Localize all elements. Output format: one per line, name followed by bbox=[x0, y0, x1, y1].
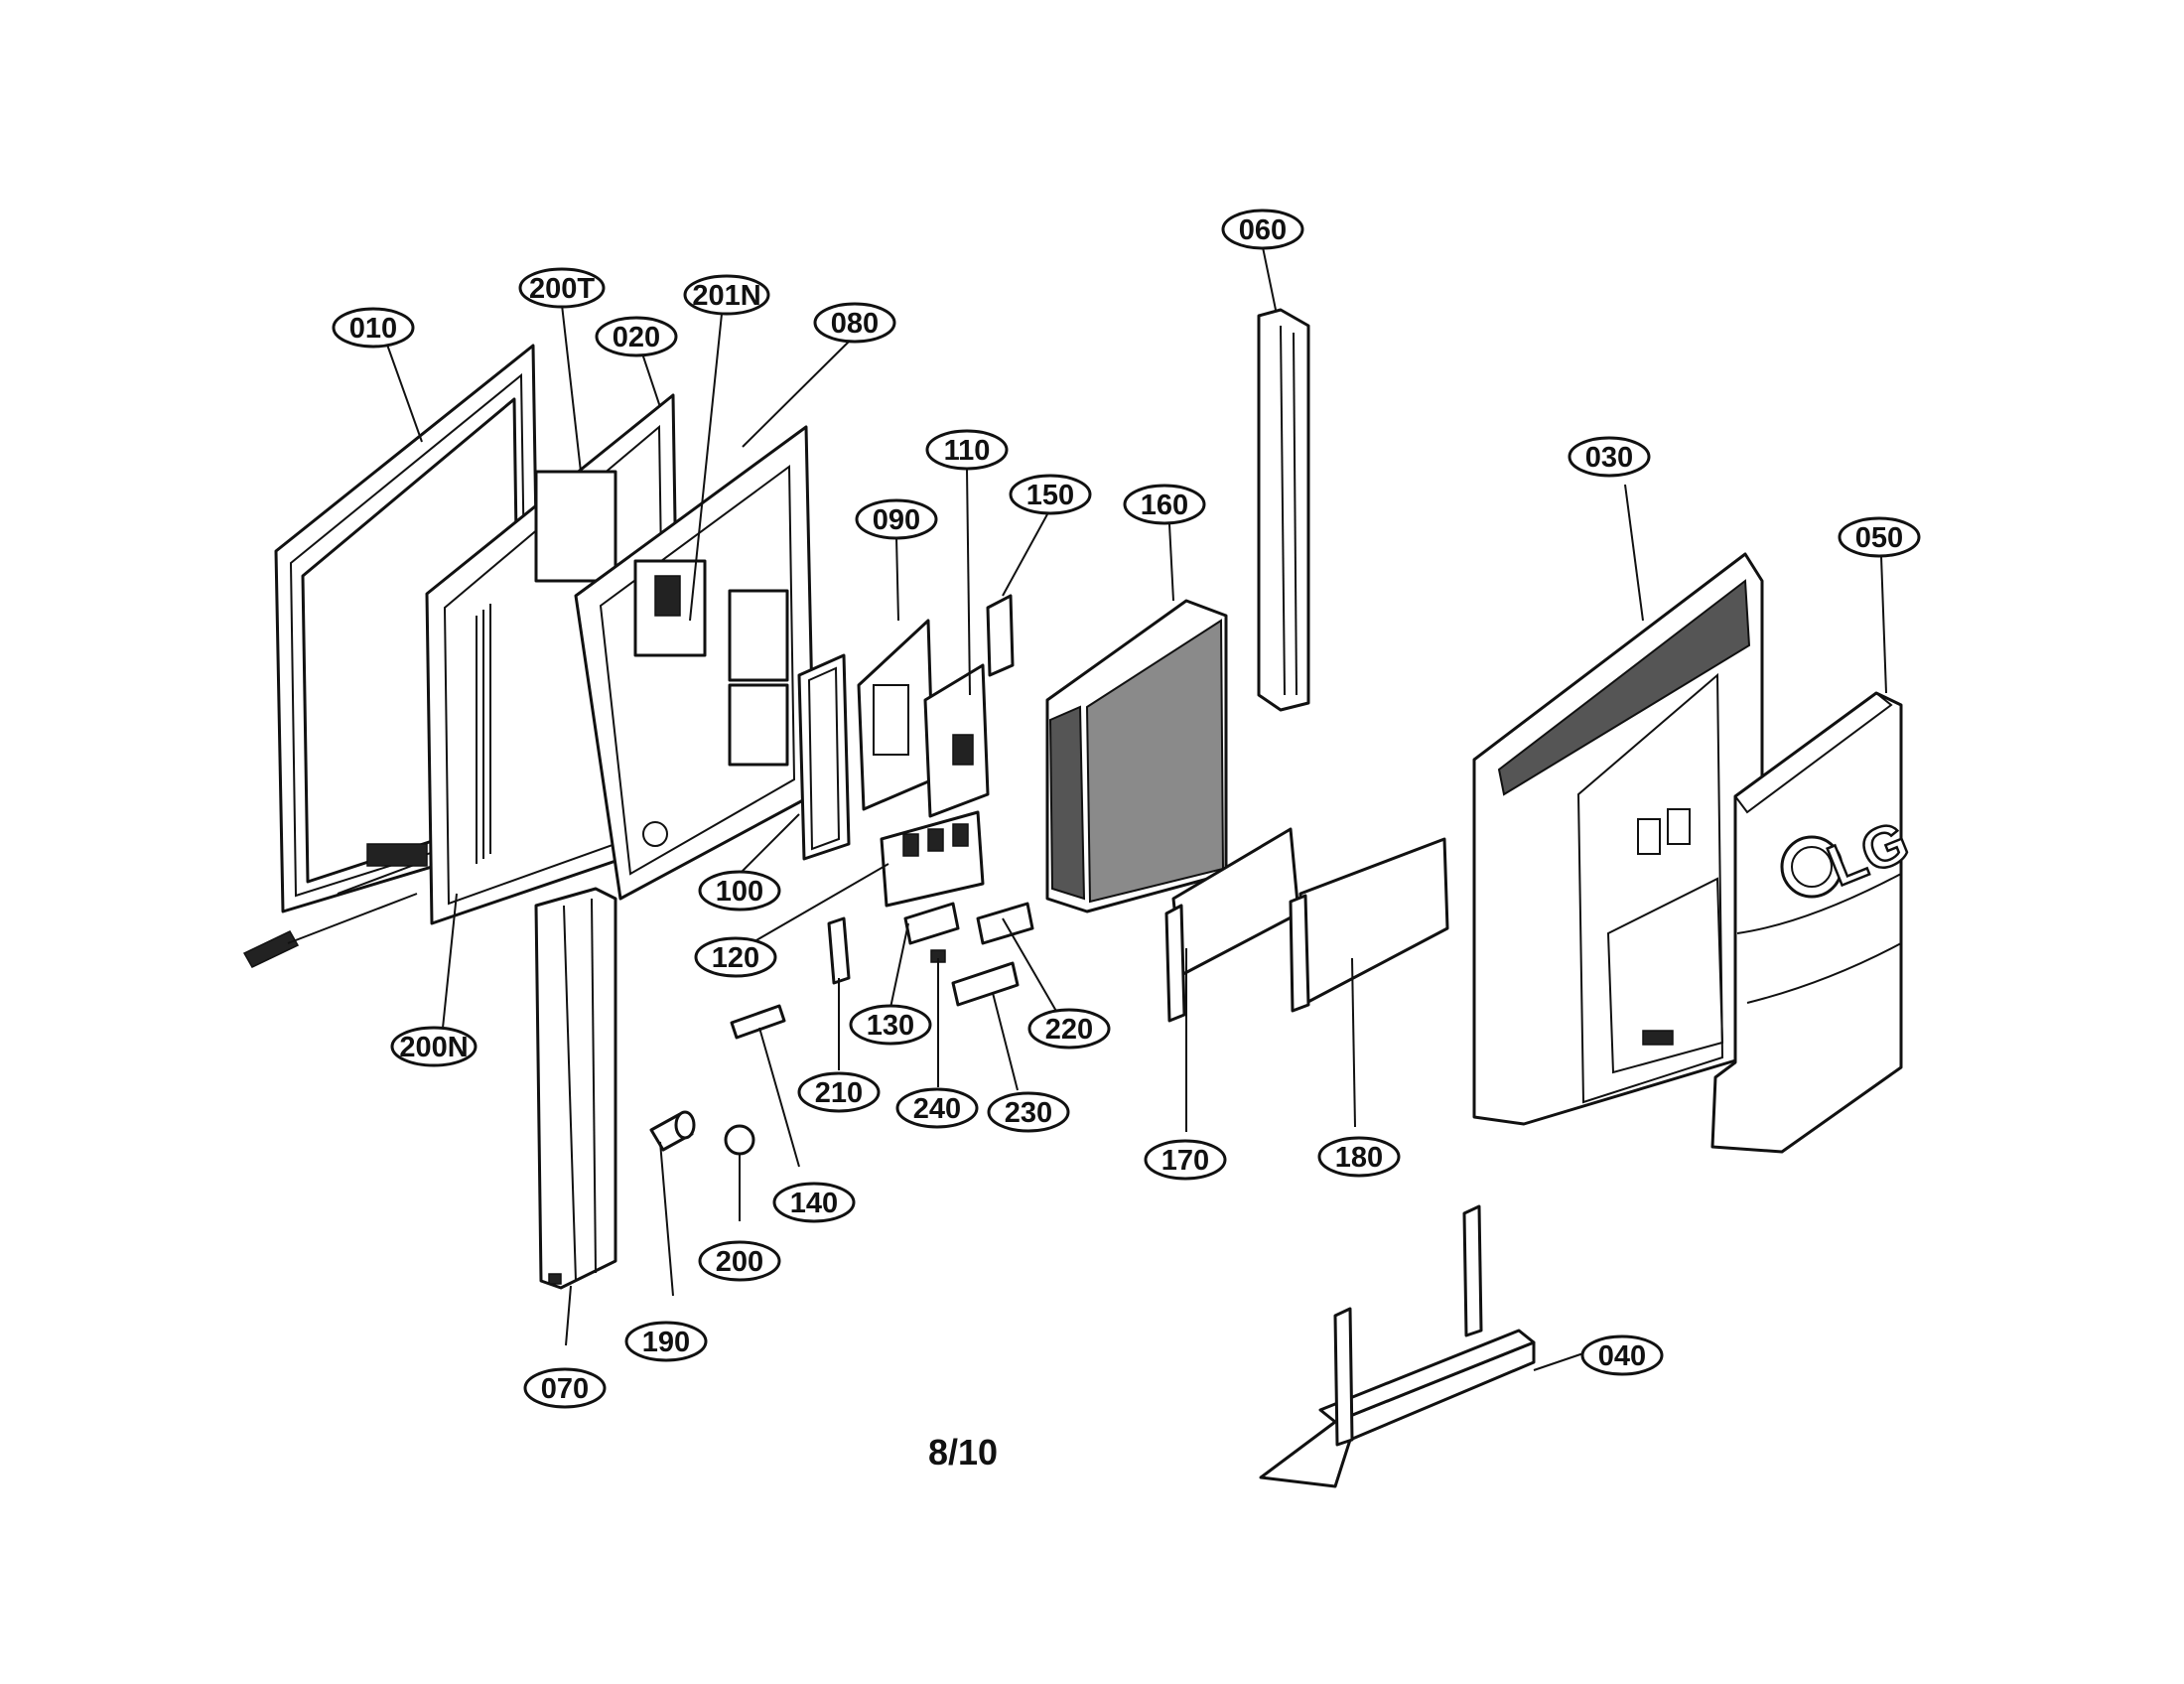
callout-100: 100 bbox=[698, 870, 781, 912]
leader-lines bbox=[386, 246, 1887, 1371]
callout-190: 190 bbox=[624, 1321, 708, 1362]
callout-label: 010 bbox=[349, 313, 397, 345]
part-210-clip bbox=[827, 916, 851, 985]
callout-220: 220 bbox=[1027, 1008, 1111, 1050]
callout-230: 230 bbox=[987, 1091, 1070, 1133]
callout-040: 040 bbox=[1580, 1334, 1664, 1376]
callout-label: 160 bbox=[1141, 490, 1188, 521]
callout-label: 040 bbox=[1598, 1340, 1646, 1372]
callout-030: 030 bbox=[1568, 436, 1651, 478]
callout-label: 080 bbox=[831, 308, 879, 340]
part-130-bracket bbox=[903, 902, 960, 945]
part-070-side-speaker bbox=[534, 887, 617, 1290]
callout-200: 200 bbox=[698, 1240, 781, 1282]
callout-070: 070 bbox=[523, 1367, 607, 1409]
callout-150: 150 bbox=[1009, 474, 1092, 515]
callout-140: 140 bbox=[772, 1182, 856, 1223]
part-060-top-speaker bbox=[1257, 308, 1310, 712]
callout-label: 130 bbox=[867, 1010, 914, 1042]
part-200-disc bbox=[724, 1124, 755, 1156]
callout-label: 050 bbox=[1855, 522, 1903, 554]
part-030-back-cover bbox=[1472, 552, 1764, 1126]
part-190-cylinder bbox=[649, 1110, 696, 1152]
callout-060: 060 bbox=[1221, 209, 1304, 250]
callout-label: 100 bbox=[716, 876, 763, 908]
callout-label: 190 bbox=[642, 1327, 690, 1358]
callout-240: 240 bbox=[895, 1087, 979, 1129]
callout-label: 240 bbox=[913, 1093, 961, 1125]
part-180-terminal-plate bbox=[1289, 837, 1449, 1013]
callout-label: 200 bbox=[716, 1246, 763, 1278]
callout-label: 090 bbox=[873, 504, 920, 536]
callout-label: 170 bbox=[1161, 1145, 1209, 1177]
callout-label: 200N bbox=[399, 1032, 468, 1063]
callout-label: 200T bbox=[529, 273, 595, 305]
part-170-terminal-bracket bbox=[1164, 827, 1300, 1023]
callout-170: 170 bbox=[1144, 1139, 1227, 1181]
callout-label: 220 bbox=[1045, 1014, 1093, 1046]
callout-label: 150 bbox=[1026, 480, 1074, 511]
callout-label: 110 bbox=[944, 435, 991, 467]
callout-label: 140 bbox=[790, 1188, 838, 1219]
part-110-board bbox=[923, 663, 990, 818]
callout-label: 201N bbox=[692, 280, 760, 312]
callout-label: 070 bbox=[541, 1373, 589, 1405]
callout-130: 130 bbox=[849, 1004, 932, 1046]
callout-020: 020 bbox=[595, 316, 678, 357]
part-230-holder bbox=[951, 961, 1020, 1007]
callout-label: 030 bbox=[1585, 442, 1633, 474]
callout-080: 080 bbox=[813, 302, 896, 344]
callout-200T: 200T bbox=[518, 267, 606, 309]
part-160-vented-shield bbox=[1045, 599, 1228, 913]
callout-label: 020 bbox=[613, 322, 660, 353]
page-number: 8/10 bbox=[927, 1432, 999, 1473]
part-090-main-board bbox=[857, 619, 935, 811]
callout-label: 180 bbox=[1335, 1142, 1383, 1174]
part-100-side-board bbox=[797, 653, 851, 861]
part-150-small-board bbox=[986, 594, 1015, 677]
part-050-rear-cover: LG bbox=[1710, 691, 1919, 1154]
callout-201N: 201N bbox=[683, 274, 770, 316]
callout-210: 210 bbox=[797, 1071, 881, 1113]
callout-090: 090 bbox=[855, 498, 938, 540]
part-120-connector-board bbox=[880, 810, 985, 908]
callout-120: 120 bbox=[694, 936, 777, 978]
callout-label: 230 bbox=[1005, 1097, 1052, 1129]
part-140-button bbox=[730, 1004, 786, 1040]
callout-label: 060 bbox=[1239, 214, 1287, 246]
callout-200N: 200N bbox=[390, 1026, 478, 1067]
part-080-chassis-frame bbox=[574, 425, 816, 901]
callout-label: 210 bbox=[815, 1077, 863, 1109]
part-040-stand bbox=[1259, 1204, 1536, 1488]
callout-110: 110 bbox=[925, 429, 1009, 471]
callout-label: 120 bbox=[712, 942, 759, 974]
callout-180: 180 bbox=[1317, 1136, 1401, 1178]
callout-010: 010 bbox=[332, 307, 415, 349]
callout-160: 160 bbox=[1123, 484, 1206, 525]
callout-050: 050 bbox=[1838, 516, 1921, 558]
